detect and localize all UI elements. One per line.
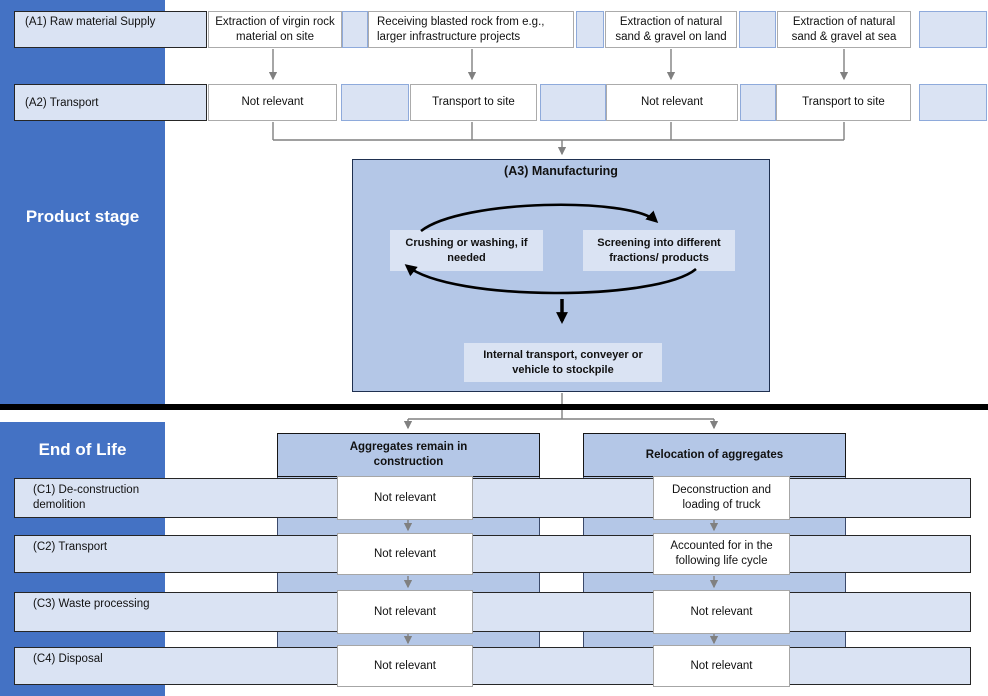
a1-spacer-1: [342, 11, 368, 48]
a2-spacer-2: [540, 84, 606, 121]
a2-spacer-3: [740, 84, 776, 121]
a1-box-sand-gravel-sea: Extraction of natural sand & gravel at s…: [777, 11, 911, 48]
c4-relocation-cell: Not relevant: [653, 645, 790, 687]
c1-remain-cell: Not relevant: [337, 476, 473, 520]
a1-spacer-2: [576, 11, 604, 48]
a2-row-label-text: (A2) Transport: [25, 96, 99, 109]
a1-spacer-4: [919, 11, 987, 48]
a3-step-crushing: Crushing or washing, if needed: [390, 230, 543, 271]
stage-divider-line: [0, 404, 988, 410]
c4-remain-cell: Not relevant: [337, 645, 473, 687]
c3-relocation-cell: Not relevant: [653, 590, 790, 634]
c3-row: (C3) Waste processing: [14, 592, 971, 632]
c1-relocation-cell: Deconstruction and loading of truck: [653, 476, 790, 520]
a2-box-1: Not relevant: [208, 84, 337, 121]
c2-row-label: (C2) Transport: [33, 541, 108, 553]
c2-relocation-cell: Accounted for in the following life cycl…: [653, 533, 790, 575]
end-of-life-title: End of Life: [38, 440, 127, 459]
product-stage-sidebar: [0, 0, 165, 404]
c2-row: (C2) Transport: [14, 535, 971, 573]
c4-row-label: (C4) Disposal: [33, 653, 103, 665]
a3-title: (A3) Manufacturing: [504, 164, 618, 178]
a3-step-internal-transport: Internal transport, conveyer or vehicle …: [464, 343, 662, 382]
connector-a2-merge: [272, 122, 845, 141]
a2-box-2: Transport to site: [410, 84, 537, 121]
product-stage-title: Product stage: [25, 207, 140, 226]
a2-spacer-4: [919, 84, 987, 121]
a1-spacer-3: [739, 11, 776, 48]
branch-relocation-header: Relocation of aggregates: [583, 433, 846, 477]
a1-box-sand-gravel-land: Extraction of natural sand & gravel on l…: [605, 11, 737, 48]
a1-box-blasted-rock: Receiving blasted rock from e.g., larger…: [368, 11, 574, 48]
c4-row: (C4) Disposal: [14, 647, 971, 685]
c3-row-label: (C3) Waste processing: [33, 598, 150, 610]
branch-remain-header: Aggregates remain in construction: [277, 433, 540, 477]
a3-step-screening: Screening into different fractions/ prod…: [583, 230, 735, 271]
c1-row-label: (C1) De-construction demolition: [33, 484, 140, 511]
a2-box-3: Not relevant: [606, 84, 738, 121]
branch-relocation-header-text: Relocation of aggregates: [645, 448, 784, 461]
a2-row-label: (A2) Transport: [14, 84, 207, 121]
c2-remain-cell: Not relevant: [337, 533, 473, 575]
a1-row-label-text: (A1) Raw material Supply: [25, 16, 156, 28]
c1-row: (C1) De-construction demolition: [14, 478, 971, 518]
a1-box-virgin-rock: Extraction of virgin rock material on si…: [208, 11, 342, 48]
c3-remain-cell: Not relevant: [337, 590, 473, 634]
a2-spacer-1: [341, 84, 409, 121]
branch-remain-header-text: Aggregates remain in construction: [349, 441, 468, 468]
a1-row-label: (A1) Raw material Supply: [14, 11, 207, 48]
a2-box-4: Transport to site: [776, 84, 911, 121]
